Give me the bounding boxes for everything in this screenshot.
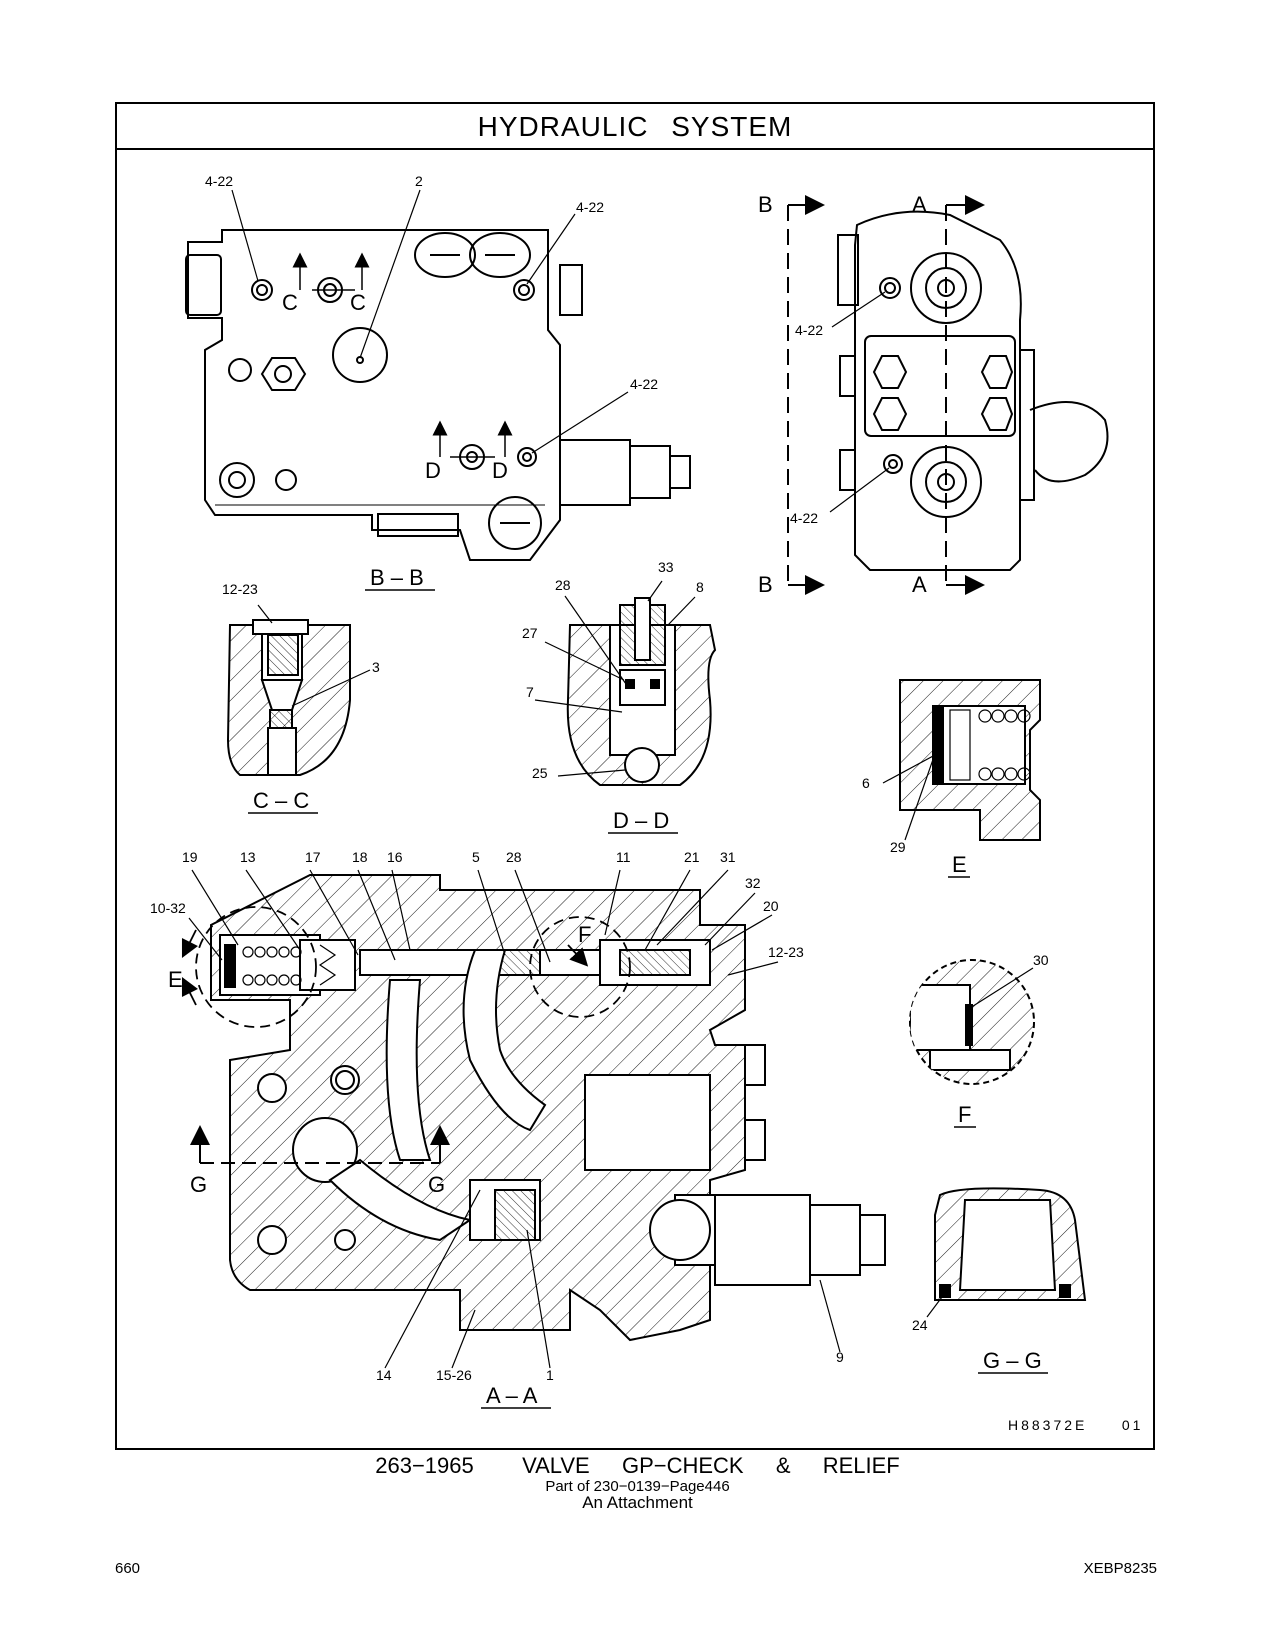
leaders-a-a [188, 869, 841, 1369]
view-c-c [226, 619, 351, 776]
section-letter-c-right: C [350, 290, 366, 315]
leaders-d-d [534, 580, 696, 777]
callout-11: 11 [616, 849, 631, 865]
leaders-b-b [231, 189, 629, 454]
callout-28-a: 28 [506, 849, 522, 865]
callout-4-22-e: 4-22 [790, 510, 818, 526]
leaders-e [882, 744, 939, 841]
callout-17: 17 [305, 849, 321, 865]
detail-e [899, 679, 1041, 841]
caption-title: 263−1965 VALVE GP−CHECK & RELIEF [375, 1453, 900, 1478]
callout-3: 3 [372, 659, 380, 675]
callout-10-32: 10-32 [150, 900, 186, 916]
section-letter-a-top: A [912, 192, 927, 217]
section-letter-e: E [168, 967, 183, 992]
leaders-end [829, 291, 890, 513]
section-letter-a-bottom: A [912, 572, 927, 597]
section-letter-c-left: C [282, 290, 298, 315]
callout-12-23-c: 12-23 [222, 581, 258, 597]
section-letter-g-left: G [190, 1172, 207, 1197]
callout-14: 14 [376, 1367, 392, 1383]
callout-30: 30 [1033, 952, 1049, 968]
callout-18: 18 [352, 849, 368, 865]
section-line-a [945, 195, 985, 595]
document-id: XEBP8235 [1083, 1560, 1157, 1577]
section-letter-d-right: D [492, 458, 508, 483]
callout-5: 5 [472, 849, 480, 865]
section-letter-b-bottom: B [758, 572, 773, 597]
leaders-g-g [926, 1292, 946, 1318]
drawing-number: H88372E 01 [1008, 1417, 1143, 1433]
title-e: E [952, 852, 967, 877]
callout-16: 16 [387, 849, 403, 865]
callout-8: 8 [696, 579, 704, 595]
callout-24: 24 [912, 1317, 928, 1333]
section-line-b [787, 195, 825, 595]
view-d-d [566, 597, 717, 786]
callout-32: 32 [745, 875, 761, 891]
caption-attachment: An Attachment [582, 1493, 693, 1512]
callout-labels: 4-22 2 4-22 4-22 4-22 4-22 12-23 3 33 28… [150, 173, 1049, 1383]
callout-12-23-a: 12-23 [768, 944, 804, 960]
view-b-b [185, 229, 691, 561]
title-f: F [958, 1102, 971, 1127]
section-letter-b-top: B [758, 192, 773, 217]
callout-7: 7 [526, 684, 534, 700]
leaders-f [969, 967, 1034, 1009]
title-b-b: B – B [370, 565, 424, 590]
callout-6: 6 [862, 775, 870, 791]
drawing-frame: HYDRAULIC SYSTEM [115, 102, 1155, 1450]
callout-27: 27 [522, 625, 538, 641]
callout-4-22-d: 4-22 [795, 322, 823, 338]
callout-4-22-c: 4-22 [630, 376, 658, 392]
title-c-c: C – C [253, 788, 309, 813]
title-g-g: G – G [983, 1348, 1042, 1373]
callout-28-d: 28 [555, 577, 571, 593]
page-number: 660 [115, 1560, 141, 1577]
title-a-a: A – A [486, 1383, 538, 1408]
section-letter-g-right: G [428, 1172, 445, 1197]
callout-29: 29 [890, 839, 906, 855]
callout-13: 13 [240, 849, 256, 865]
page-title: HYDRAULIC SYSTEM [477, 111, 793, 142]
callout-25: 25 [532, 765, 548, 781]
section-letter-f: F [578, 922, 591, 947]
callout-4-22-b: 4-22 [576, 199, 604, 215]
callout-31: 31 [720, 849, 736, 865]
callout-9: 9 [836, 1349, 844, 1365]
view-end [837, 210, 1109, 571]
detail-g-g [934, 1187, 1087, 1301]
section-line-g [190, 1125, 450, 1164]
detail-f [909, 959, 1035, 1085]
section-letters: C C D D B B A A E F G G [168, 192, 927, 1197]
caption-part: Part of 230−0139−Page446 [545, 1478, 730, 1495]
view-a-a [210, 874, 886, 1342]
callout-19: 19 [182, 849, 198, 865]
callout-21: 21 [684, 849, 700, 865]
section-titles: B – B C – C D – D E F G – G A – A [248, 565, 1048, 1409]
callout-4-22-a: 4-22 [205, 173, 233, 189]
callout-1: 1 [546, 1367, 554, 1383]
detail-circles [195, 906, 631, 1028]
detail-arrows [181, 929, 589, 1006]
callout-33: 33 [658, 559, 674, 575]
callout-2: 2 [415, 173, 423, 189]
title-bar: HYDRAULIC SYSTEM [117, 104, 1153, 150]
callout-20: 20 [763, 898, 779, 914]
section-letter-d-left: D [425, 458, 441, 483]
leaders-c-c [257, 604, 371, 707]
callout-15-26: 15-26 [436, 1367, 472, 1383]
title-d-d: D – D [613, 808, 669, 833]
